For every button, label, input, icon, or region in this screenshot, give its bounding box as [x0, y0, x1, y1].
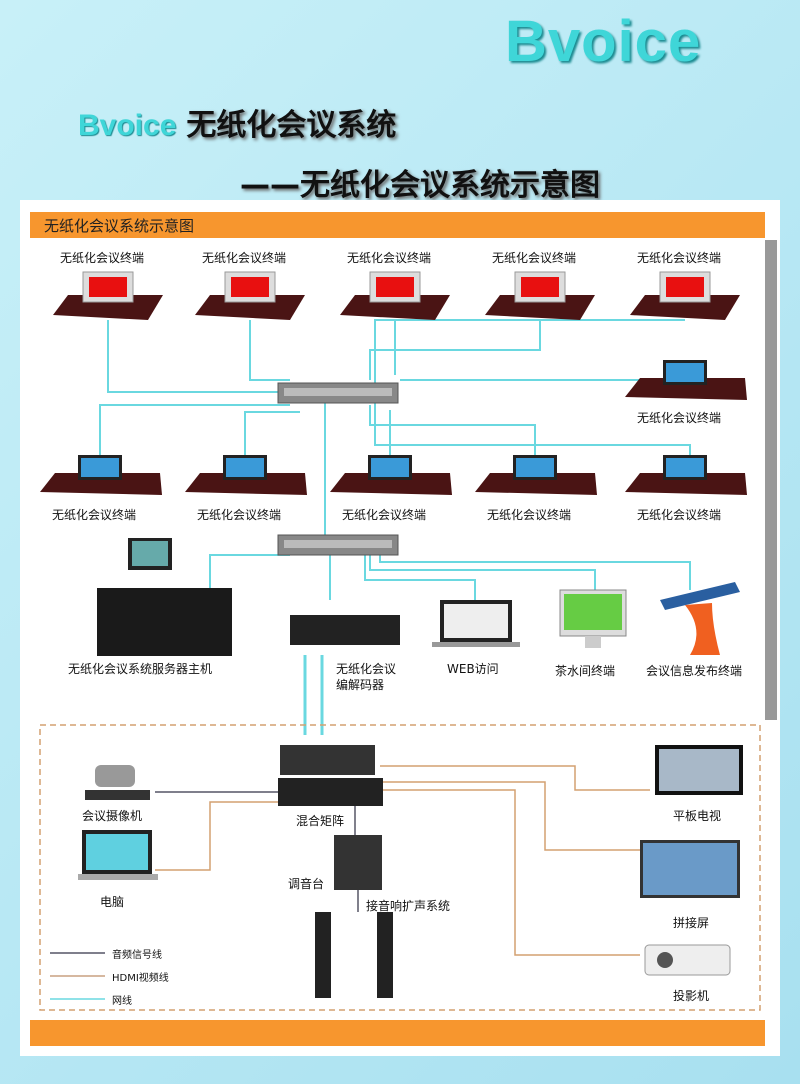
camera-label: 会议摄像机	[82, 809, 143, 823]
tabletop-terminal-icon	[53, 271, 163, 320]
legend-audio: 音频信号线	[112, 950, 162, 961]
footer-bar	[30, 1020, 765, 1046]
projector-label: 投影机	[673, 989, 710, 1003]
terminal-label: 无纸化会议终端	[637, 411, 722, 425]
hdmi-lines	[155, 765, 650, 956]
terminal-label: 无纸化会议终端	[202, 251, 287, 265]
terminal-label: 无纸化会议终端	[492, 251, 577, 265]
terminal-label: 无纸化会议终端	[60, 251, 145, 265]
videowall-label: 拼接屏	[673, 916, 710, 930]
page-subtitle: ——无纸化会议系统示意图	[240, 168, 600, 203]
tabletop-terminal-icon	[340, 271, 450, 320]
matrix-icon	[278, 745, 383, 806]
videowall-icon	[640, 840, 740, 898]
tabletop-terminal-icon	[630, 271, 740, 320]
mixer-icon	[334, 835, 382, 890]
brand-logo: Bvoice	[505, 9, 702, 74]
tabletop-terminal-icon	[195, 271, 305, 320]
tabletop-terminal-icon	[485, 271, 595, 320]
web-laptop-icon	[432, 600, 520, 647]
tea-monitor-icon	[559, 589, 627, 648]
laptop-terminal-icon	[330, 455, 452, 495]
projector-icon	[644, 944, 731, 976]
codec-label-1: 无纸化会议	[336, 662, 397, 676]
laptop-terminal-icon	[185, 455, 307, 495]
laptop-terminal-icon	[625, 455, 747, 495]
codec-matrix-arrows	[303, 655, 324, 735]
camera-icon	[85, 765, 150, 800]
audio-lines	[155, 791, 359, 912]
title-brand: Bvoice	[78, 109, 177, 142]
server-label: 无纸化会议系统服务器主机	[68, 662, 213, 676]
tv-icon	[655, 745, 743, 795]
speakers-icon	[315, 912, 393, 998]
terminal-label: 无纸化会议终端	[637, 508, 722, 522]
switch-2	[277, 534, 399, 556]
sound-label: 接音响扩声系统	[366, 899, 451, 913]
terminal-label: 无纸化会议终端	[487, 508, 572, 522]
tv-label: 平板电视	[673, 809, 722, 823]
matrix-label: 混合矩阵	[296, 814, 345, 828]
codec-label-2: 编解码器	[336, 678, 385, 692]
legend-network: 网线	[112, 996, 132, 1007]
terminals	[40, 271, 747, 495]
kiosk-icon	[660, 582, 740, 655]
codec-icon	[290, 615, 400, 645]
av-zone-border	[39, 724, 761, 1011]
kiosk-label: 会议信息发布终端	[646, 664, 743, 678]
title-main: 无纸化会议系统	[186, 108, 397, 143]
tea-label: 茶水间终端	[555, 664, 616, 678]
network-lines	[99, 319, 691, 610]
server-icon	[97, 538, 232, 656]
legend-lines	[50, 952, 105, 1000]
laptop-terminal-icon	[475, 455, 597, 495]
section-header: 无纸化会议系统示意图	[30, 212, 765, 238]
web-label: WEB访问	[447, 662, 499, 676]
switch-1	[277, 382, 399, 404]
mixer-label: 调音台	[288, 877, 325, 891]
terminal-label: 无纸化会议终端	[347, 251, 432, 265]
panel-shadow	[765, 240, 777, 720]
laptop-terminal-icon	[625, 360, 747, 400]
terminal-label: 无纸化会议终端	[197, 508, 282, 522]
terminal-label: 无纸化会议终端	[342, 508, 427, 522]
pc-label: 电脑	[100, 895, 125, 909]
laptop-terminal-icon	[40, 455, 162, 495]
legend-hdmi: HDMI视频线	[112, 973, 169, 984]
terminal-label: 无纸化会议终端	[52, 508, 137, 522]
pc-icon	[78, 830, 158, 880]
terminal-label: 无纸化会议终端	[637, 251, 722, 265]
page-title: Bvoice 无纸化会议系统	[78, 100, 396, 144]
